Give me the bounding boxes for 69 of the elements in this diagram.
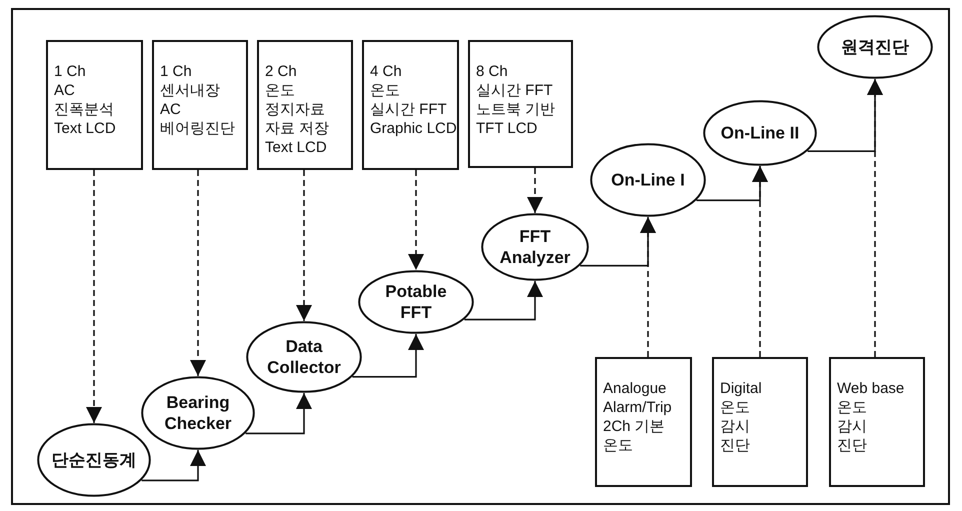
stage-label: Potable FFT xyxy=(384,281,448,323)
stage-ellipse xyxy=(703,100,817,166)
spec-text: 1 Ch xyxy=(160,62,192,81)
spec-text: Analogue xyxy=(603,379,666,398)
stage-label: Data Collector xyxy=(266,336,342,378)
spec-text: 진폭분석 xyxy=(54,100,114,119)
spec-box xyxy=(152,40,248,170)
spec-text: 온도 xyxy=(720,398,750,417)
arrow xyxy=(867,79,883,357)
arrow xyxy=(246,393,312,434)
stage-label: Bearing Checker xyxy=(163,392,233,434)
spec-text: Text LCD xyxy=(54,119,116,138)
arrow xyxy=(86,170,102,423)
spec-text: 온도 xyxy=(837,398,867,417)
arrow xyxy=(527,168,543,213)
stage-ellipse xyxy=(141,376,255,450)
spec-text: AC xyxy=(54,81,75,100)
spec-text: Graphic LCD xyxy=(370,119,457,138)
stage-label: On-Line I xyxy=(611,170,685,190)
spec-text: 온도 xyxy=(265,81,295,100)
spec-box xyxy=(595,357,692,487)
stage-label: FFT Analyzer xyxy=(498,226,572,268)
arrow xyxy=(640,217,656,357)
spec-text: 2 Ch xyxy=(265,62,297,81)
spec-text: 감시 xyxy=(837,417,867,436)
stage-label: On-Line II xyxy=(720,122,800,144)
spec-text: 1 Ch xyxy=(54,62,86,81)
arrow xyxy=(408,170,424,270)
spec-text: 정지자료 xyxy=(265,100,325,119)
spec-text: Digital xyxy=(720,379,762,398)
spec-box xyxy=(257,40,353,170)
spec-text: TFT LCD xyxy=(476,119,538,138)
spec-text: 자료 저장 xyxy=(265,119,330,138)
spec-box xyxy=(712,357,808,487)
spec-box xyxy=(829,357,925,487)
stage-ellipse xyxy=(817,15,933,79)
spec-text: AC xyxy=(160,100,181,119)
spec-text: 온도 xyxy=(603,436,633,455)
stage-ellipse xyxy=(358,270,474,334)
spec-text: 진단 xyxy=(837,436,867,455)
arrow xyxy=(190,170,206,376)
spec-text: 노트북 기반 xyxy=(476,100,556,119)
stage-ellipse xyxy=(246,321,362,393)
spec-text: 진단 xyxy=(720,436,750,455)
arrow xyxy=(464,281,543,320)
arrow xyxy=(296,170,312,321)
spec-text: 실시간 FFT xyxy=(476,81,553,100)
stage-ellipse xyxy=(481,213,589,281)
spec-box xyxy=(362,40,459,170)
stage-ellipse xyxy=(37,423,151,497)
spec-text: Text LCD xyxy=(265,138,327,157)
spec-text: Alarm/Trip xyxy=(603,398,672,417)
stage-label: 원격진단 xyxy=(841,36,909,58)
arrow xyxy=(752,166,768,357)
spec-text: 실시간 FFT xyxy=(370,100,447,119)
spec-text: 감시 xyxy=(720,417,750,436)
stage-label: 단순진동계 xyxy=(50,450,138,470)
spec-box xyxy=(468,40,573,168)
arrow xyxy=(142,450,206,482)
spec-text: 베어링진단 xyxy=(160,119,235,138)
spec-text: 2Ch 기본 xyxy=(603,417,665,436)
spec-text: 센서내장 xyxy=(160,81,220,100)
stage-ellipse xyxy=(590,143,706,217)
spec-text: Web base xyxy=(837,379,904,398)
spec-text: 4 Ch xyxy=(370,62,402,81)
spec-box xyxy=(46,40,143,170)
arrow xyxy=(352,334,424,378)
spec-text: 8 Ch xyxy=(476,62,508,81)
spec-text: 온도 xyxy=(370,81,400,100)
